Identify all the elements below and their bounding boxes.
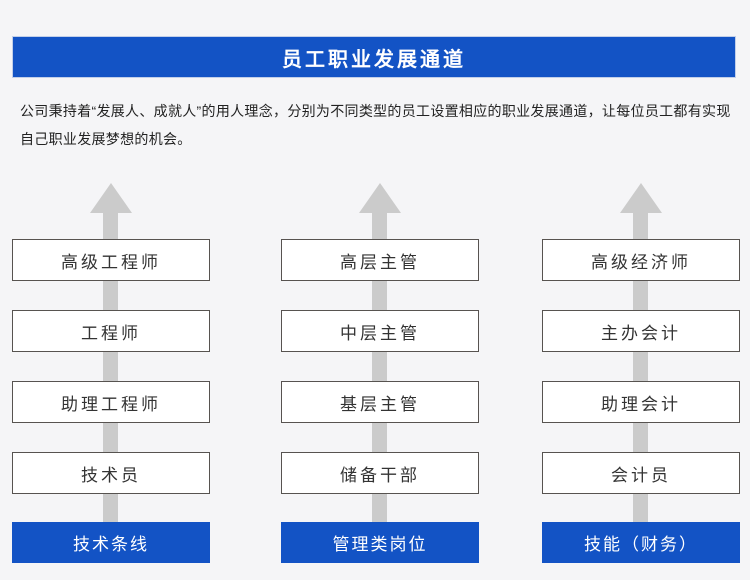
page-title: 员工职业发展通道: [282, 48, 466, 71]
level-box-engineer: 工程师: [12, 310, 210, 352]
career-track-finance: 高级经济师 主办会计 助理会计 会计员 技能（财务）: [542, 180, 740, 570]
track-label-technical: 技术条线: [12, 522, 210, 563]
level-box-middle-manager: 中层主管: [281, 310, 479, 352]
intro-line-2: 自己职业发展梦想的机会。: [20, 131, 192, 147]
up-arrow-head: [90, 183, 132, 213]
level-box-senior-manager: 高层主管: [281, 239, 479, 281]
level-box-accounting-clerk: 会计员: [542, 452, 740, 494]
up-arrow-head: [620, 183, 662, 213]
level-box-chief-accountant: 主办会计: [542, 310, 740, 352]
level-box-junior-manager: 基层主管: [281, 381, 479, 423]
level-box-senior-economist: 高级经济师: [542, 239, 740, 281]
up-arrow-head: [359, 183, 401, 213]
intro-paragraph: 公司秉持着“发展人、成就人”的用人理念，分别为不同类型的员工设置相应的职业发展通…: [20, 97, 735, 153]
level-box-senior-engineer: 高级工程师: [12, 239, 210, 281]
track-label-finance: 技能（财务）: [542, 522, 740, 563]
career-track-technical: 高级工程师 工程师 助理工程师 技术员 技术条线: [12, 180, 210, 570]
page-title-banner: 员工职业发展通道: [12, 36, 736, 78]
career-track-management: 高层主管 中层主管 基层主管 储备干部 管理类岗位: [281, 180, 479, 570]
level-box-reserve-cadre: 储备干部: [281, 452, 479, 494]
intro-line-1: 公司秉持着“发展人、成就人”的用人理念，分别为不同类型的员工设置相应的职业发展通…: [20, 103, 731, 119]
level-box-assistant-accountant: 助理会计: [542, 381, 740, 423]
level-box-assistant-engineer: 助理工程师: [12, 381, 210, 423]
track-label-management: 管理类岗位: [281, 522, 479, 563]
level-box-technician: 技术员: [12, 452, 210, 494]
